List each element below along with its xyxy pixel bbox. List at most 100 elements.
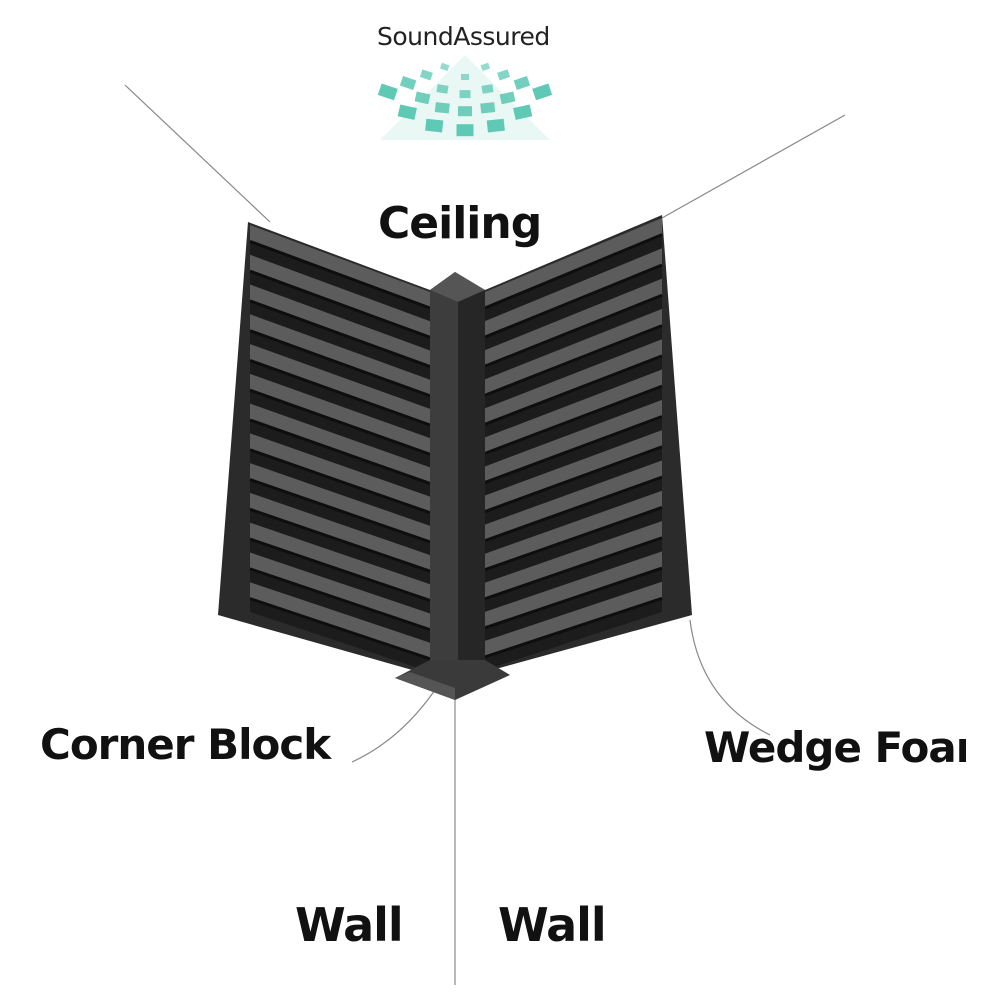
logo-tile: [458, 106, 472, 117]
foam-wedge-edge: [484, 506, 663, 572]
foam-wedge-shadow: [250, 449, 430, 526]
foam-wedge-edge: [249, 537, 431, 602]
foam-wedge-shadow: [485, 386, 662, 467]
foam-wedge-edge: [484, 384, 663, 455]
foam-wedge-shadow: [485, 355, 662, 438]
foam-wedge-shadow: [485, 537, 662, 612]
leader-lines: [124, 84, 846, 985]
logo-tile: [439, 62, 450, 72]
logo-tile: [497, 69, 511, 81]
foam-wedge-shadow: [250, 300, 430, 380]
foam-wedge-shadow: [485, 477, 662, 554]
foam-wedge-face: [485, 218, 662, 308]
foam-wedge-shadow: [485, 325, 662, 409]
logo-tile: [513, 104, 533, 120]
foam-wedge-edge: [249, 359, 431, 427]
foam-wedge-face: [485, 308, 662, 396]
corner-block: [395, 272, 510, 700]
foam-wedge-face: [250, 582, 430, 659]
foam-wedge-edge: [484, 293, 663, 368]
foam-wedge-face: [485, 248, 662, 338]
foam-wedge-edge: [249, 507, 431, 573]
foam-wedge-face: [485, 581, 662, 657]
foam-wedge-face: [485, 369, 662, 454]
foam-wedge-shadow: [250, 568, 430, 643]
foam-wedge-face: [485, 460, 662, 541]
foam-wedge-edge: [484, 233, 663, 310]
foam-wedge-face: [250, 254, 430, 338]
foam-wedge-face: [250, 314, 430, 396]
foam-wedge-face: [250, 284, 430, 367]
foam-wedge-shadow: [250, 330, 430, 409]
logo-tile: [397, 104, 417, 120]
logo-tile: [425, 118, 444, 133]
foam-wedge-shadow: [485, 568, 662, 641]
foam-wedge-face: [250, 403, 430, 484]
foam-wedge-face: [250, 433, 430, 513]
foam-wedge-face: [250, 492, 430, 572]
label-wedge-foam: Wedge Foam: [704, 723, 966, 772]
foam-wedge-shadow: [485, 234, 662, 322]
foam-wedge-face: [485, 278, 662, 367]
foam-wedge-edge: [484, 445, 663, 513]
foam-wedge-edge: [484, 263, 663, 339]
logo-tile: [377, 83, 398, 101]
foam-wedge-face: [250, 344, 430, 425]
foam-wedge-edge: [484, 566, 663, 630]
foam-wedge-edge: [249, 567, 431, 632]
foam-wedge-shadow: [250, 241, 430, 322]
foam-wedge-face: [485, 339, 662, 425]
foam-wedge-face: [485, 521, 662, 599]
logo-tile: [532, 83, 553, 101]
logo-tile: [456, 124, 474, 137]
logo-tile: [414, 91, 431, 105]
foam-wedge-shadow: [250, 479, 430, 556]
foam-wedge-edge: [484, 354, 663, 426]
foam-wedge-face: [250, 225, 430, 309]
foam-wedge-edge: [484, 475, 663, 543]
foam-wedge-edge: [249, 597, 431, 661]
ceiling-left-line: [124, 84, 271, 223]
label-corner-block: Corner Block: [40, 720, 331, 769]
logo-tile: [461, 74, 469, 80]
foam-wedge-shadow: [485, 416, 662, 496]
foam-wedge-face: [485, 430, 662, 512]
label-ceiling: Ceiling: [378, 198, 542, 249]
label-wall-right: Wall: [498, 898, 607, 952]
foam-wedge-shadow: [485, 507, 662, 583]
foam-wedge-edge: [484, 415, 663, 484]
ceiling-right-line: [661, 114, 846, 219]
foam-wedge-shadow: [250, 598, 430, 672]
foam-wedge-edge: [249, 329, 431, 398]
foam-wedge-face: [250, 463, 430, 542]
wedge-foam-leader: [689, 619, 771, 736]
foam-wedge-face: [485, 490, 662, 570]
foam-wedge-edge: [249, 388, 431, 456]
foam-wedge-face: [250, 552, 430, 630]
foam-wedge-edge: [249, 448, 431, 515]
foam-wedge-edge: [249, 299, 431, 368]
foam-wedge-shadow: [485, 598, 662, 670]
foam-wedge-shadow: [250, 419, 430, 497]
brand-name: SoundAssured: [377, 22, 550, 51]
foam-wedge-edge: [484, 596, 663, 659]
logo-tile: [480, 62, 491, 72]
foam-wedge-shadow: [250, 509, 430, 585]
foam-wedge-face: [485, 551, 662, 628]
foam-wedge-edge: [249, 239, 431, 310]
logo-tile: [436, 84, 449, 94]
foam-wedge-face: [485, 399, 662, 483]
logo-tile: [499, 91, 516, 105]
foam-wedge-shadow: [250, 539, 430, 614]
foam-wedge-edge: [249, 418, 431, 485]
foam-wedge-shadow: [485, 295, 662, 380]
right-wedge-foam-panel: [484, 215, 692, 672]
logo-tile: [486, 118, 505, 133]
sound-wave-fan-icon: [377, 55, 553, 140]
logo-tile: [419, 69, 433, 81]
foam-wedge-shadow: [250, 390, 430, 468]
logo-tile: [513, 76, 531, 90]
foam-wedge-edge: [249, 269, 431, 339]
foam-wedge-shadow: [485, 446, 662, 525]
